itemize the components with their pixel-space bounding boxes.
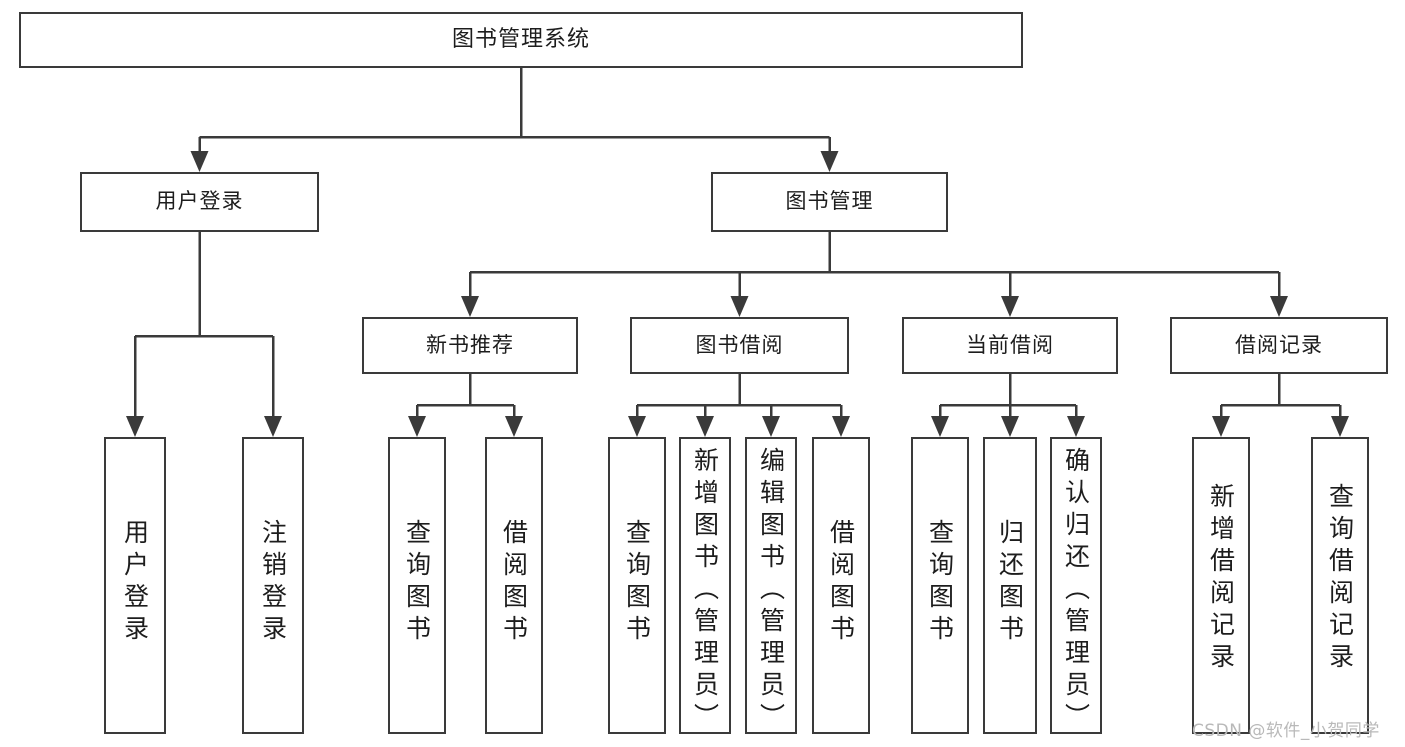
arrowhead-borrow-log: [1270, 296, 1288, 317]
node-leaf-query-log[interactable]: 查询借阅记录: [1311, 437, 1369, 734]
node-leaf-borrow-book-1[interactable]: 借阅图书: [485, 437, 543, 734]
arrowhead-leaf-query-log: [1331, 416, 1349, 437]
arrowhead-leaf-edit-book: [762, 416, 780, 437]
arrowhead-leaf-return-book: [1001, 416, 1019, 437]
node-label: 图书管理: [785, 189, 874, 214]
node-cur-borrow[interactable]: 当前借阅: [902, 317, 1118, 374]
arrowhead-leaf-borrow-book-2: [832, 416, 850, 437]
node-new-book-rec[interactable]: 新书推荐: [362, 317, 578, 374]
node-root[interactable]: 图书管理系统: [19, 12, 1023, 68]
node-borrow-log[interactable]: 借阅记录: [1170, 317, 1388, 374]
node-label: 当前借阅: [966, 332, 1054, 357]
node-label: 图书管理系统: [451, 26, 590, 52]
node-leaf-borrow-book-2[interactable]: 借阅图书: [812, 437, 870, 734]
watermark-text: CSDN @软件_小贺同学: [1192, 721, 1380, 741]
node-label: 新增图书（管理员）: [690, 447, 720, 734]
arrowhead-book-borrow: [730, 296, 749, 317]
arrowhead-new-book-rec: [461, 296, 479, 317]
node-leaf-query-book-2[interactable]: 查询图书: [608, 437, 666, 734]
arrowhead-leaf-confirm-ret: [1067, 416, 1085, 437]
node-label: 编辑图书（管理员）: [756, 447, 786, 734]
node-leaf-confirm-ret[interactable]: 确认归还（管理员）: [1050, 437, 1102, 734]
arrowhead-leaf-user-login: [126, 416, 144, 437]
arrowhead-cur-borrow: [1001, 296, 1019, 317]
node-leaf-add-book[interactable]: 新增图书（管理员）: [679, 437, 731, 734]
node-label: 用户登录: [120, 519, 150, 647]
arrowhead-book-admin: [820, 151, 839, 172]
node-label: 注销登录: [258, 519, 288, 647]
node-label: 用户登录: [155, 189, 244, 214]
node-leaf-user-logout[interactable]: 注销登录: [242, 437, 304, 734]
node-label: 新增借阅记录: [1206, 483, 1236, 675]
node-leaf-add-log[interactable]: 新增借阅记录: [1192, 437, 1250, 734]
node-label: 新书推荐: [426, 332, 514, 357]
node-label: 查询图书: [925, 519, 955, 647]
arrowhead-leaf-add-book: [696, 416, 714, 437]
arrowhead-leaf-query-book-1: [408, 416, 426, 437]
arrowhead-leaf-query-book-2: [628, 416, 646, 437]
node-book-borrow[interactable]: 图书借阅: [630, 317, 849, 374]
node-label: 图书借阅: [695, 332, 784, 357]
node-label: 查询借阅记录: [1325, 483, 1355, 675]
node-leaf-query-book-3[interactable]: 查询图书: [911, 437, 969, 734]
node-leaf-return-book[interactable]: 归还图书: [983, 437, 1037, 734]
arrowhead-leaf-query-book-3: [931, 416, 949, 437]
node-label: 查询图书: [402, 519, 432, 647]
node-leaf-user-login[interactable]: 用户登录: [104, 437, 166, 734]
node-user-login[interactable]: 用户登录: [80, 172, 319, 232]
node-leaf-query-book-1[interactable]: 查询图书: [388, 437, 446, 734]
node-label: 归还图书: [995, 519, 1025, 647]
node-label: 借阅图书: [826, 519, 856, 647]
node-label: 查询图书: [622, 519, 652, 647]
node-leaf-edit-book[interactable]: 编辑图书（管理员）: [745, 437, 797, 734]
arrowhead-leaf-borrow-book-1: [505, 416, 523, 437]
arrowhead-leaf-user-logout: [264, 416, 282, 437]
node-label: 确认归还（管理员）: [1061, 447, 1091, 734]
arrowhead-user-login: [190, 151, 209, 172]
node-book-admin[interactable]: 图书管理: [711, 172, 948, 232]
arrowhead-leaf-add-log: [1212, 416, 1230, 437]
node-label: 借阅图书: [499, 519, 529, 647]
node-label: 借阅记录: [1235, 332, 1323, 357]
